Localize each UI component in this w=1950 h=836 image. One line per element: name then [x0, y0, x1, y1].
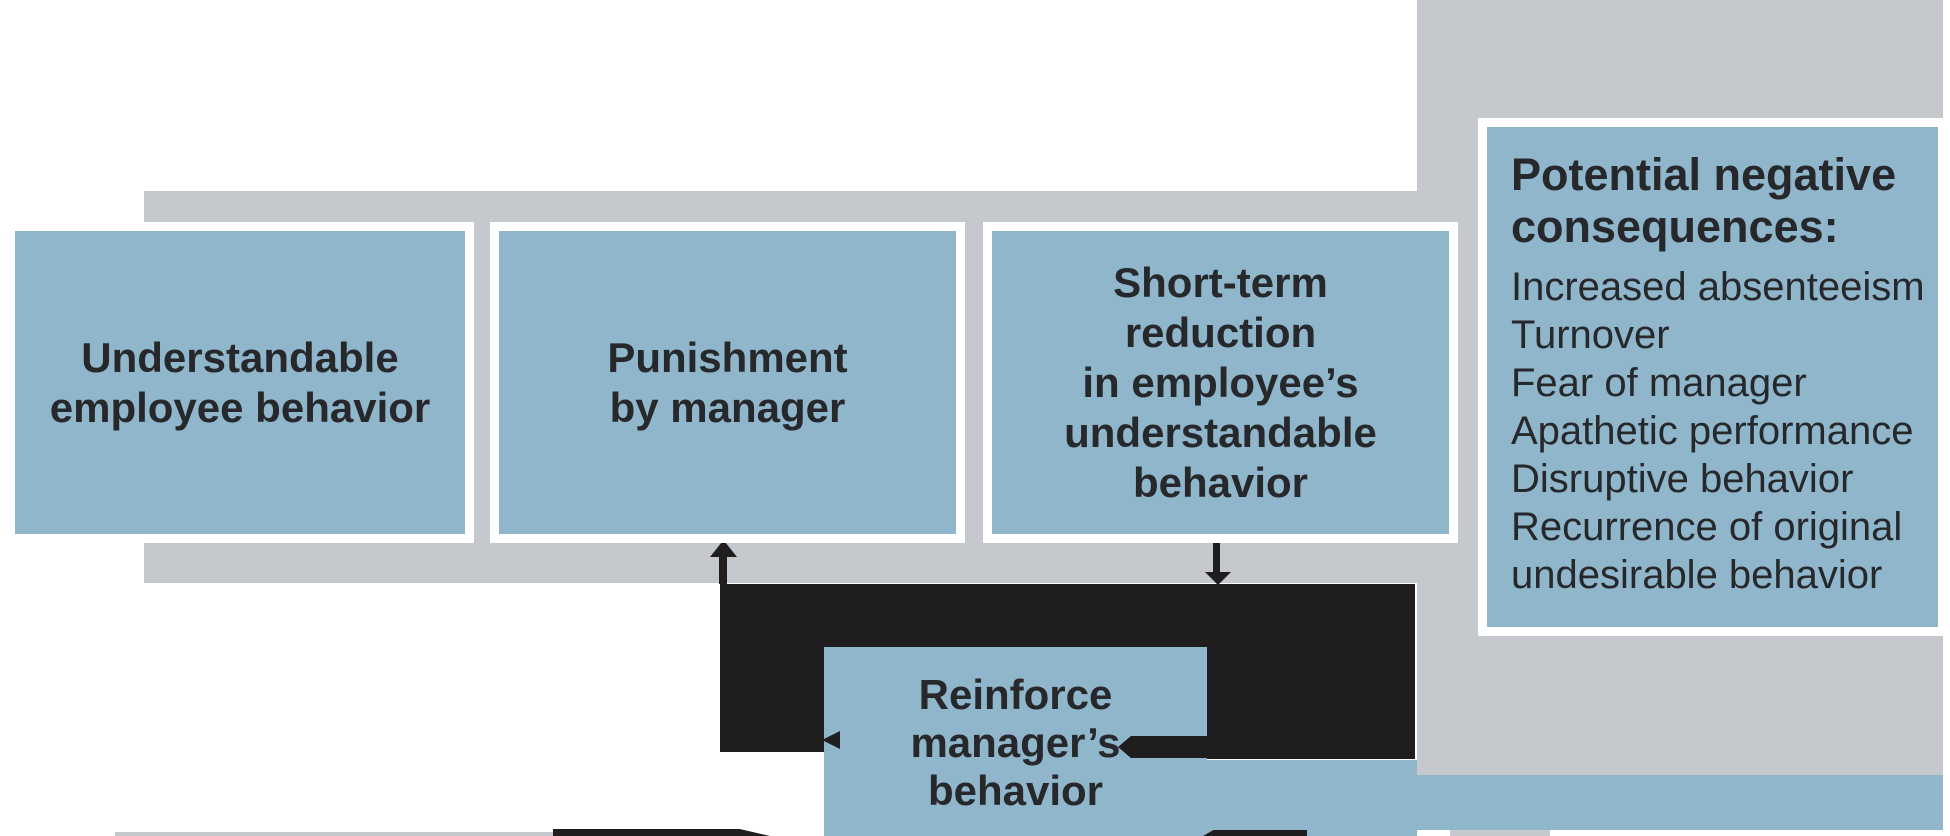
consequence-item: Apathetic performance — [1511, 409, 1914, 453]
background-patch — [720, 752, 824, 760]
flow-box-short-term-reduction: Short-term reduction in employee’s under… — [983, 222, 1458, 543]
down-arrow-shaft — [1213, 543, 1220, 577]
bottom-edge-gray-strip — [115, 832, 553, 836]
box-label: Understandable employee behavior — [49, 333, 431, 431]
consequence-item: Disruptive behavior — [1511, 457, 1854, 501]
box-label: Short-term reduction in employee’s under… — [1064, 258, 1377, 506]
blue-band-bottom-right — [1417, 775, 1943, 830]
up-arrow-shaft — [719, 555, 727, 584]
bottom-cutoff-arrowhead — [1203, 830, 1307, 836]
consequences-box: Potential negative consequences: Increas… — [1478, 118, 1947, 636]
consequence-item: Fear of manager — [1511, 361, 1807, 405]
reinforce-box-label: Reinforce manager’s behavior — [910, 671, 1121, 814]
consequence-item: Recurrence of original undesirable behav… — [1511, 505, 1903, 597]
consequence-item: Turnover — [1511, 313, 1670, 357]
bottom-cutoff-arrow-bar — [553, 829, 770, 836]
flow-box-understandable-employee-behavior: Understandable employee behavior — [6, 222, 474, 543]
feedback-arrow-into-reinforce-icon — [1118, 736, 1210, 758]
flow-box-punishment-by-manager: Punishment by manager — [490, 222, 965, 543]
consequences-title: Potential negative consequences: — [1511, 149, 1897, 252]
bottom-edge-gray-strip-right — [1450, 830, 1550, 836]
consequence-item: Increased absenteeism — [1511, 265, 1925, 309]
box-label: Punishment by manager — [607, 333, 848, 431]
flow-box-reinforce-manager-behavior: Reinforce manager’s behavior — [824, 647, 1207, 836]
